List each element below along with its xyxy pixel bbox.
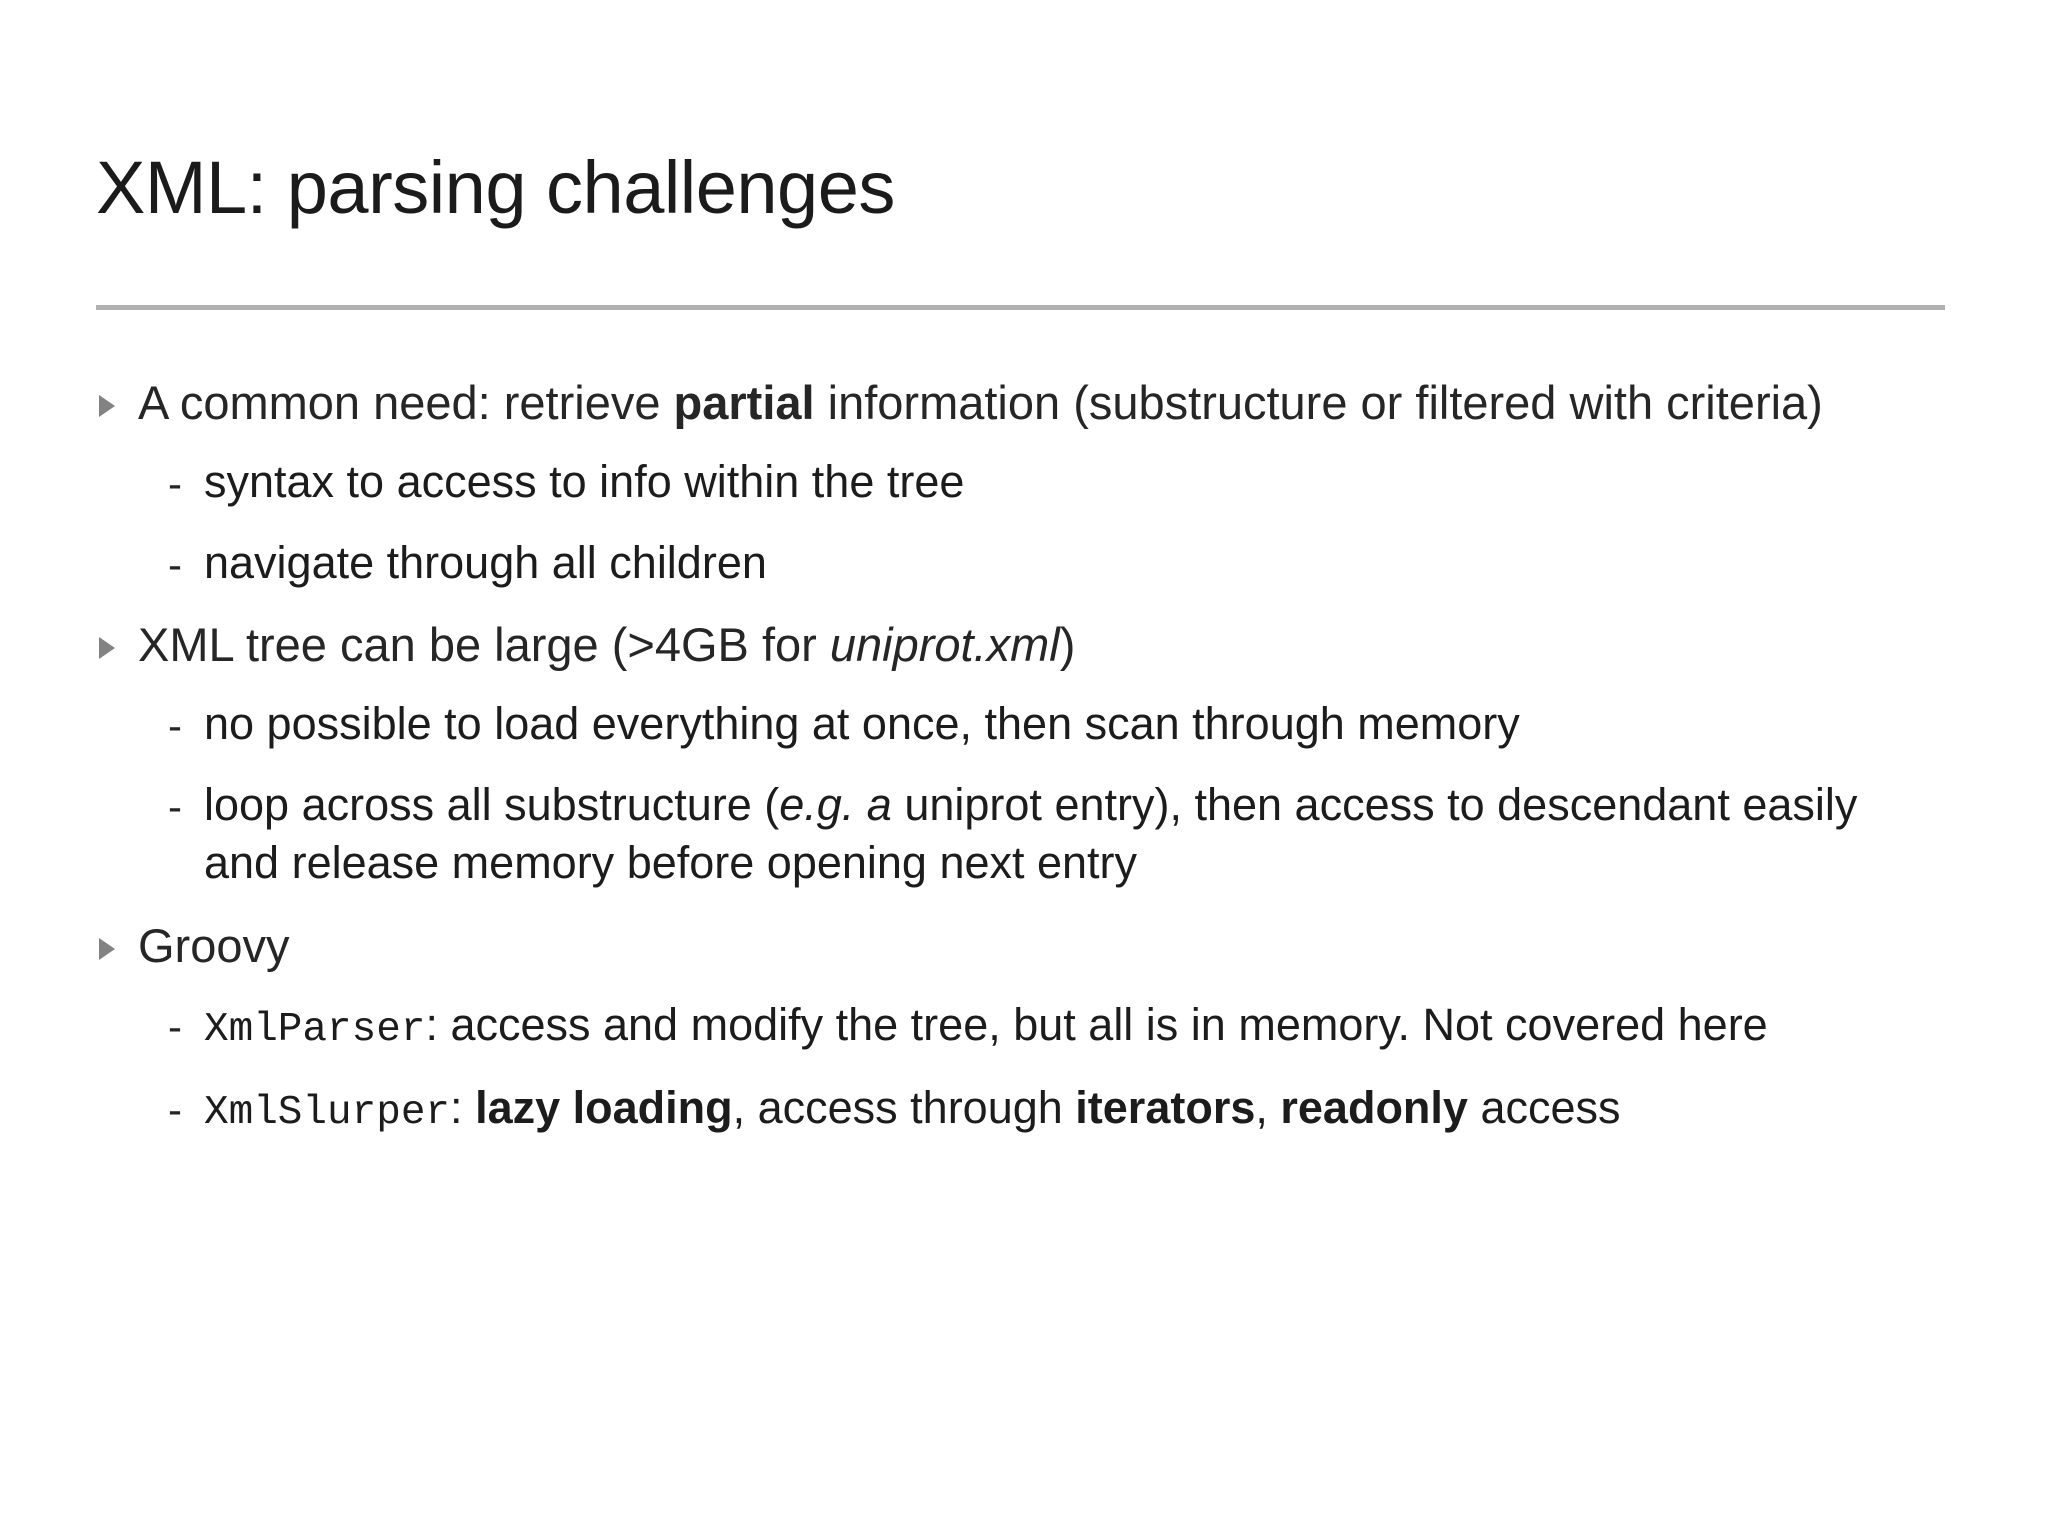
text-run: readonly — [1280, 1082, 1468, 1134]
text-run: loop across all substructure ( — [204, 778, 780, 830]
text-run: : access and modify the tree, but all is… — [425, 998, 1768, 1050]
bullet-level2: -navigate through all children — [96, 534, 1976, 593]
dash-marker-icon: - — [168, 540, 182, 588]
text-run: A common need: retrieve — [138, 376, 674, 429]
text-run: syntax to access to info within the tree — [204, 456, 965, 508]
dash-marker-icon: - — [168, 782, 182, 830]
bullet-level1-text: XML tree can be large (>4GB for uniprot.… — [138, 614, 1878, 675]
bullet-level1-text: Groovy — [138, 915, 1878, 976]
text-run: information (substructure or filtered wi… — [814, 376, 1823, 429]
text-run: Groovy — [138, 918, 290, 972]
triangle-right-icon — [96, 915, 138, 962]
text-run: access — [1467, 1082, 1621, 1134]
text-run: navigate through all children — [204, 536, 767, 588]
bullet-level2: -XmlParser: access and modify the tree, … — [96, 996, 1976, 1057]
dash-marker-icon: - — [168, 702, 182, 750]
triangle-right-icon — [96, 372, 138, 419]
code-token: XmlSlurper — [204, 1090, 451, 1137]
bullet-level2-text: XmlParser: access and modify the tree, b… — [204, 996, 1904, 1057]
title-block: XML: parsing challenges — [96, 148, 1946, 228]
bullet-level1: A common need: retrieve partial informat… — [96, 372, 1976, 433]
dash-marker-icon: - — [168, 1002, 182, 1050]
bullet-level2-text: syntax to access to info within the tree — [204, 453, 1904, 512]
dash-marker-icon: - — [168, 1086, 182, 1134]
text-run: iterators — [1075, 1082, 1256, 1134]
text-run: partial — [673, 376, 815, 429]
text-run: ) — [1059, 618, 1076, 672]
bullet-level1-text: A common need: retrieve partial informat… — [138, 372, 1878, 433]
title-divider — [96, 305, 1945, 310]
bullet-level2: -no possible to load everything at once,… — [96, 695, 1976, 754]
text-run: , access through — [732, 1082, 1076, 1134]
bullet-level1: XML tree can be large (>4GB for uniprot.… — [96, 614, 1976, 675]
text-run: uniprot.xml — [829, 618, 1060, 672]
bullet-level2-text: loop across all substructure (e.g. a uni… — [204, 776, 1904, 893]
text-run: lazy loading — [475, 1082, 733, 1134]
bullet-level2-text: XmlSlurper: lazy loading, access through… — [204, 1079, 1904, 1140]
bullet-level2-text: no possible to load everything at once, … — [204, 695, 1904, 754]
text-run: uniprot entry), then access to descendan… — [204, 778, 1858, 889]
text-run: no possible to load everything at once, … — [204, 698, 1520, 750]
dash-marker-icon: - — [168, 460, 182, 508]
bullet-group: A common need: retrieve partial informat… — [96, 372, 1976, 592]
text-run: XML tree can be large (>4GB for — [138, 618, 830, 672]
bullet-list: A common need: retrieve partial informat… — [96, 372, 1976, 1162]
bullet-level2: -syntax to access to info within the tre… — [96, 453, 1976, 512]
bullet-group: XML tree can be large (>4GB for uniprot.… — [96, 614, 1976, 893]
text-run: e.g. a — [779, 778, 892, 830]
code-token: XmlParser — [204, 1006, 426, 1053]
page-title: XML: parsing challenges — [96, 146, 895, 229]
bullet-level1: Groovy — [96, 915, 1976, 976]
text-run: : — [450, 1082, 476, 1134]
bullet-level2-text: navigate through all children — [204, 534, 1904, 593]
text-run: , — [1255, 1082, 1281, 1134]
bullet-group: Groovy -XmlParser: access and modify the … — [96, 915, 1976, 1141]
bullet-level2: -loop across all substructure (e.g. a un… — [96, 776, 1976, 893]
triangle-right-icon — [96, 614, 138, 661]
bullet-level2: -XmlSlurper: lazy loading, access throug… — [96, 1079, 1976, 1140]
